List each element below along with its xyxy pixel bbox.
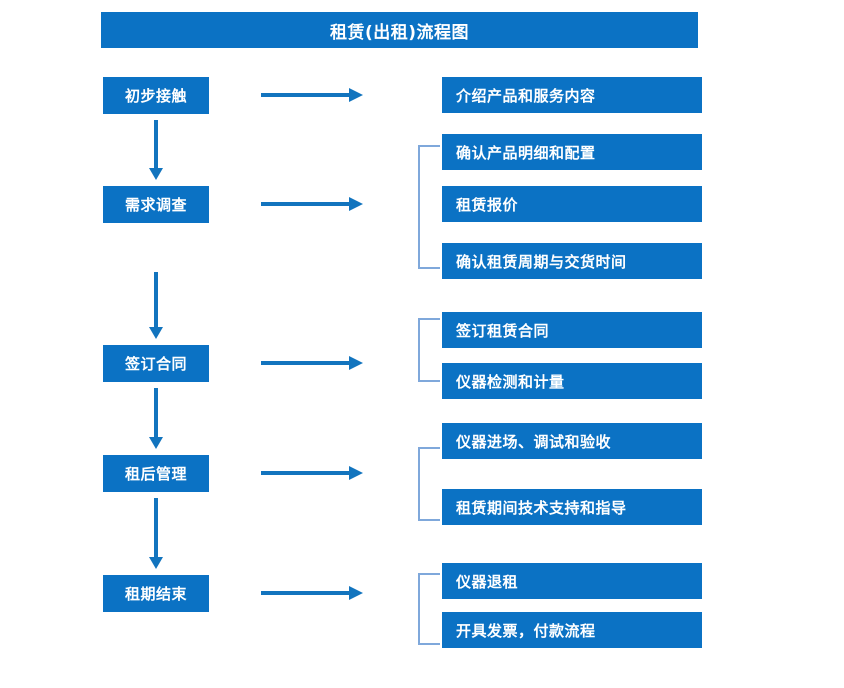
stage-box-3[interactable]: 签订合同 xyxy=(103,345,209,382)
stage-box-2[interactable]: 需求调查 xyxy=(103,186,209,223)
detail-box-4-1[interactable]: 仪器进场、调试和验收 xyxy=(442,423,702,459)
detail-box-3-2[interactable]: 仪器检测和计量 xyxy=(442,363,702,399)
detail-box-2-2[interactable]: 租赁报价 xyxy=(442,186,702,222)
diagram-title: 租赁(出租)流程图 xyxy=(101,12,698,48)
stage-box-5[interactable]: 租期结束 xyxy=(103,575,209,612)
flow-arrow-right-4 xyxy=(261,466,363,480)
group-bracket-3 xyxy=(418,318,440,382)
flow-arrow-down-1 xyxy=(149,120,163,180)
flow-arrow-right-2 xyxy=(261,197,363,211)
flow-arrow-down-2 xyxy=(149,272,163,339)
detail-box-4-2[interactable]: 租赁期间技术支持和指导 xyxy=(442,489,702,525)
detail-box-1-1[interactable]: 介绍产品和服务内容 xyxy=(442,77,702,113)
stage-box-1[interactable]: 初步接触 xyxy=(103,77,209,114)
flow-arrow-right-1 xyxy=(261,88,363,102)
flow-arrow-right-5 xyxy=(261,586,363,600)
group-bracket-4 xyxy=(418,447,440,521)
group-bracket-2 xyxy=(418,145,440,269)
detail-box-3-1[interactable]: 签订租赁合同 xyxy=(442,312,702,348)
stage-box-4[interactable]: 租后管理 xyxy=(103,455,209,492)
detail-box-5-1[interactable]: 仪器退租 xyxy=(442,563,702,599)
group-bracket-5 xyxy=(418,573,440,645)
flow-arrow-down-4 xyxy=(149,498,163,569)
flow-arrow-right-3 xyxy=(261,356,363,370)
detail-box-2-3[interactable]: 确认租赁周期与交货时间 xyxy=(442,243,702,279)
detail-box-5-2[interactable]: 开具发票，付款流程 xyxy=(442,612,702,648)
flow-arrow-down-3 xyxy=(149,388,163,449)
detail-box-2-1[interactable]: 确认产品明细和配置 xyxy=(442,134,702,170)
